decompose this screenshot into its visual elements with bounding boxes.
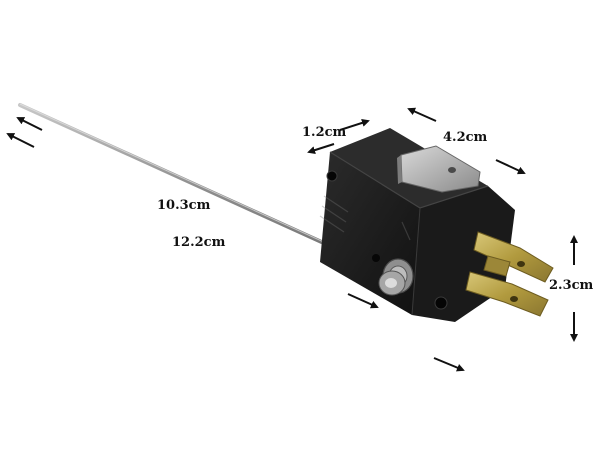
arm-long-label: 12.2cm [172,235,226,250]
length-label: 4.2cm [443,130,488,145]
dimension-arrows [6,107,578,372]
width-label: 1.2cm [302,125,347,140]
arm-short-label: 10.3cm [157,198,211,213]
pivot-nut [378,258,414,296]
terminal-middle [483,255,511,277]
metal-tab [397,145,481,193]
terminal-upper [473,231,554,283]
terminal-lower [465,271,549,317]
height-label: 2.3cm [549,278,594,293]
